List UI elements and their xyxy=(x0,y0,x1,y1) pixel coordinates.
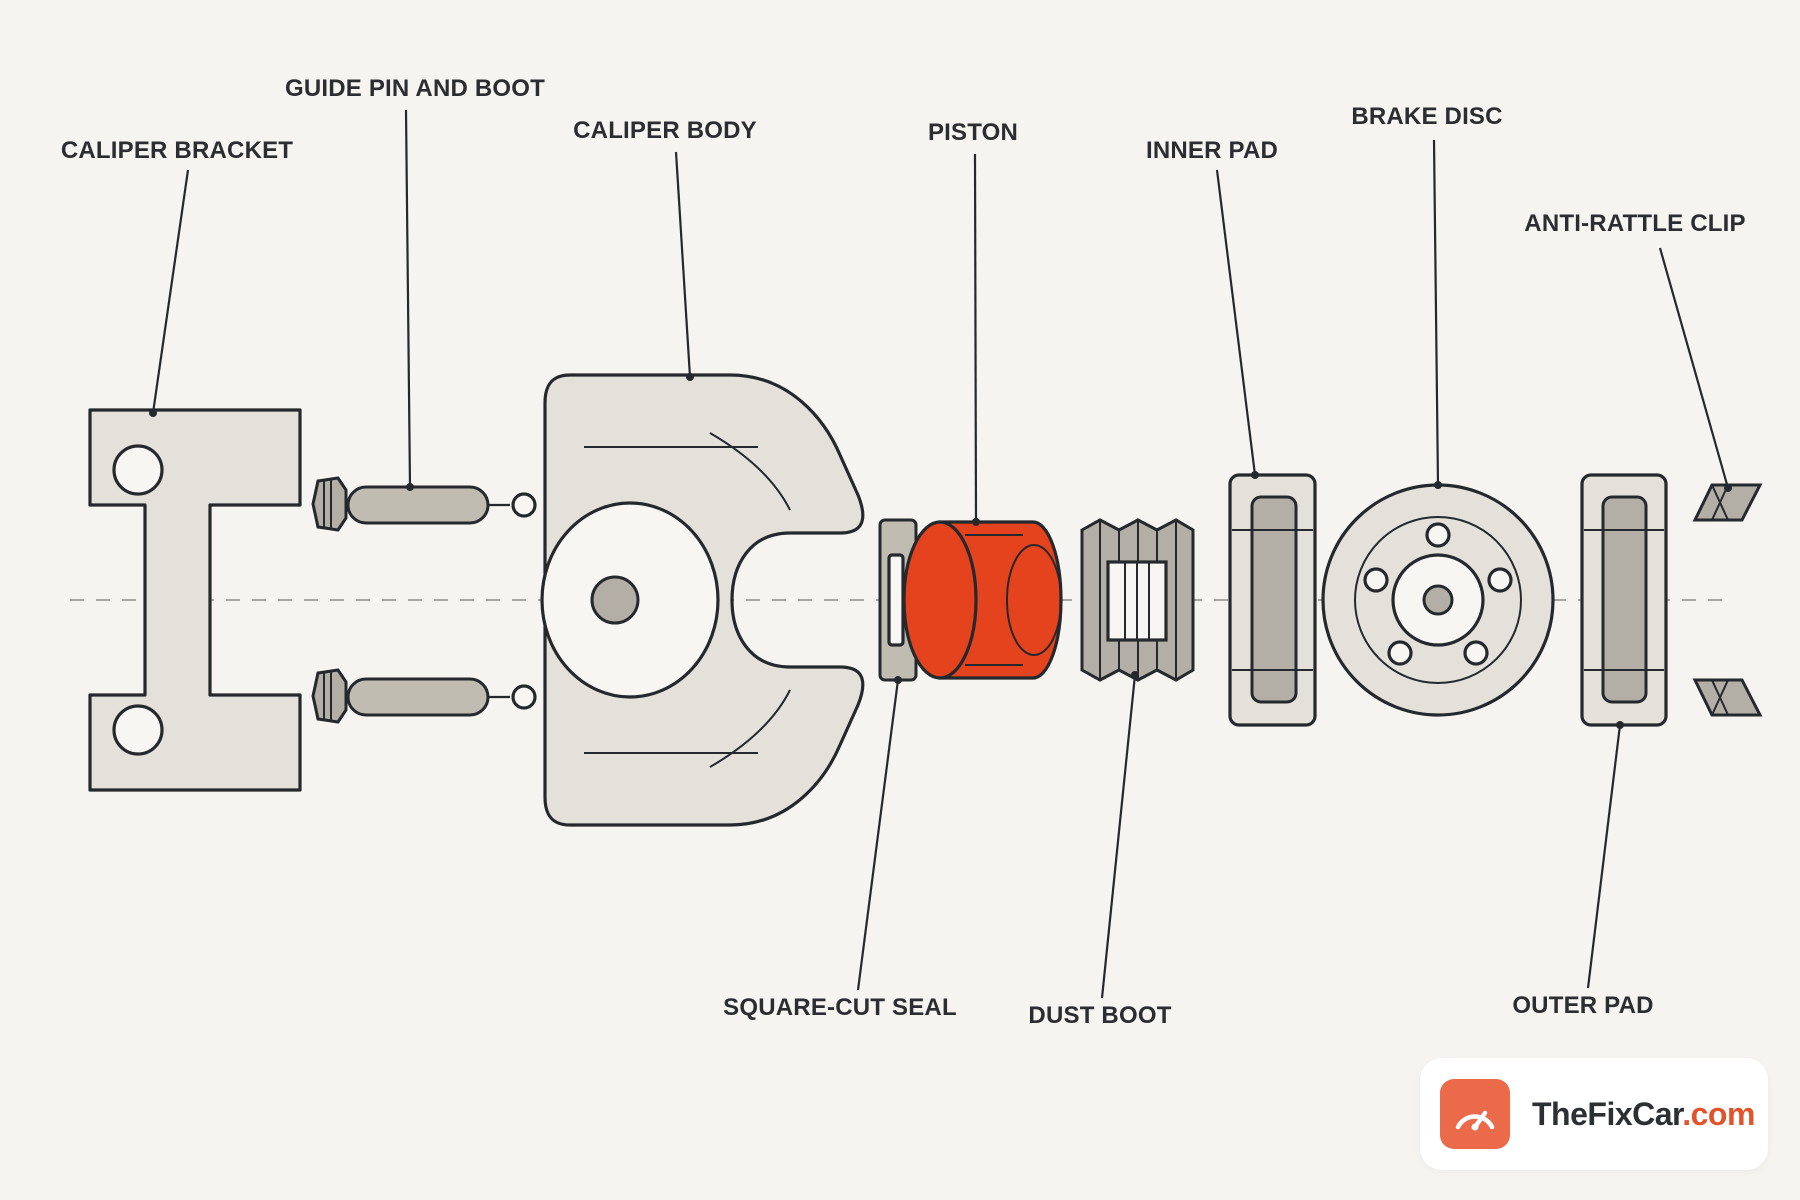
label-anti-rattle-clip: ANTI-RATTLE CLIP xyxy=(1524,210,1745,237)
inner-pad xyxy=(1228,473,1317,727)
piston xyxy=(902,520,1063,680)
brand-wordmark: TheFixCar.com xyxy=(1532,1096,1755,1133)
label-dust-boot: DUST BOOT xyxy=(1028,1002,1171,1029)
label-brake-disc: BRAKE DISC xyxy=(1351,103,1502,130)
brand-name: TheFixCar xyxy=(1532,1095,1683,1132)
guide-pin-and-boot xyxy=(311,476,537,724)
anti-rattle-clip xyxy=(1692,483,1763,717)
label-piston: PISTON xyxy=(928,119,1018,146)
label-outer-pad: OUTER PAD xyxy=(1512,992,1653,1019)
label-square-cut-seal: SQUARE-CUT SEAL xyxy=(723,994,957,1021)
brake-disc xyxy=(1321,483,1555,717)
label-caliper-bracket: CALIPER BRACKET xyxy=(61,137,293,164)
leader-lines xyxy=(149,109,1732,999)
brand-badge: TheFixCar.com xyxy=(1420,1058,1768,1170)
caliper-bracket xyxy=(88,408,302,792)
label-inner-pad: INNER PAD xyxy=(1146,137,1278,164)
dust-boot xyxy=(1080,518,1195,682)
guide-pin-lower xyxy=(311,668,537,724)
outer-pad xyxy=(1580,473,1668,727)
label-caliper-body: CALIPER BODY xyxy=(573,117,757,144)
brand-tld: .com xyxy=(1682,1095,1755,1132)
gauge-icon xyxy=(1440,1079,1510,1149)
guide-pin-upper xyxy=(311,476,537,532)
label-guide-pin-and-boot: GUIDE PIN AND BOOT xyxy=(285,75,545,102)
caliper-body xyxy=(540,373,865,827)
